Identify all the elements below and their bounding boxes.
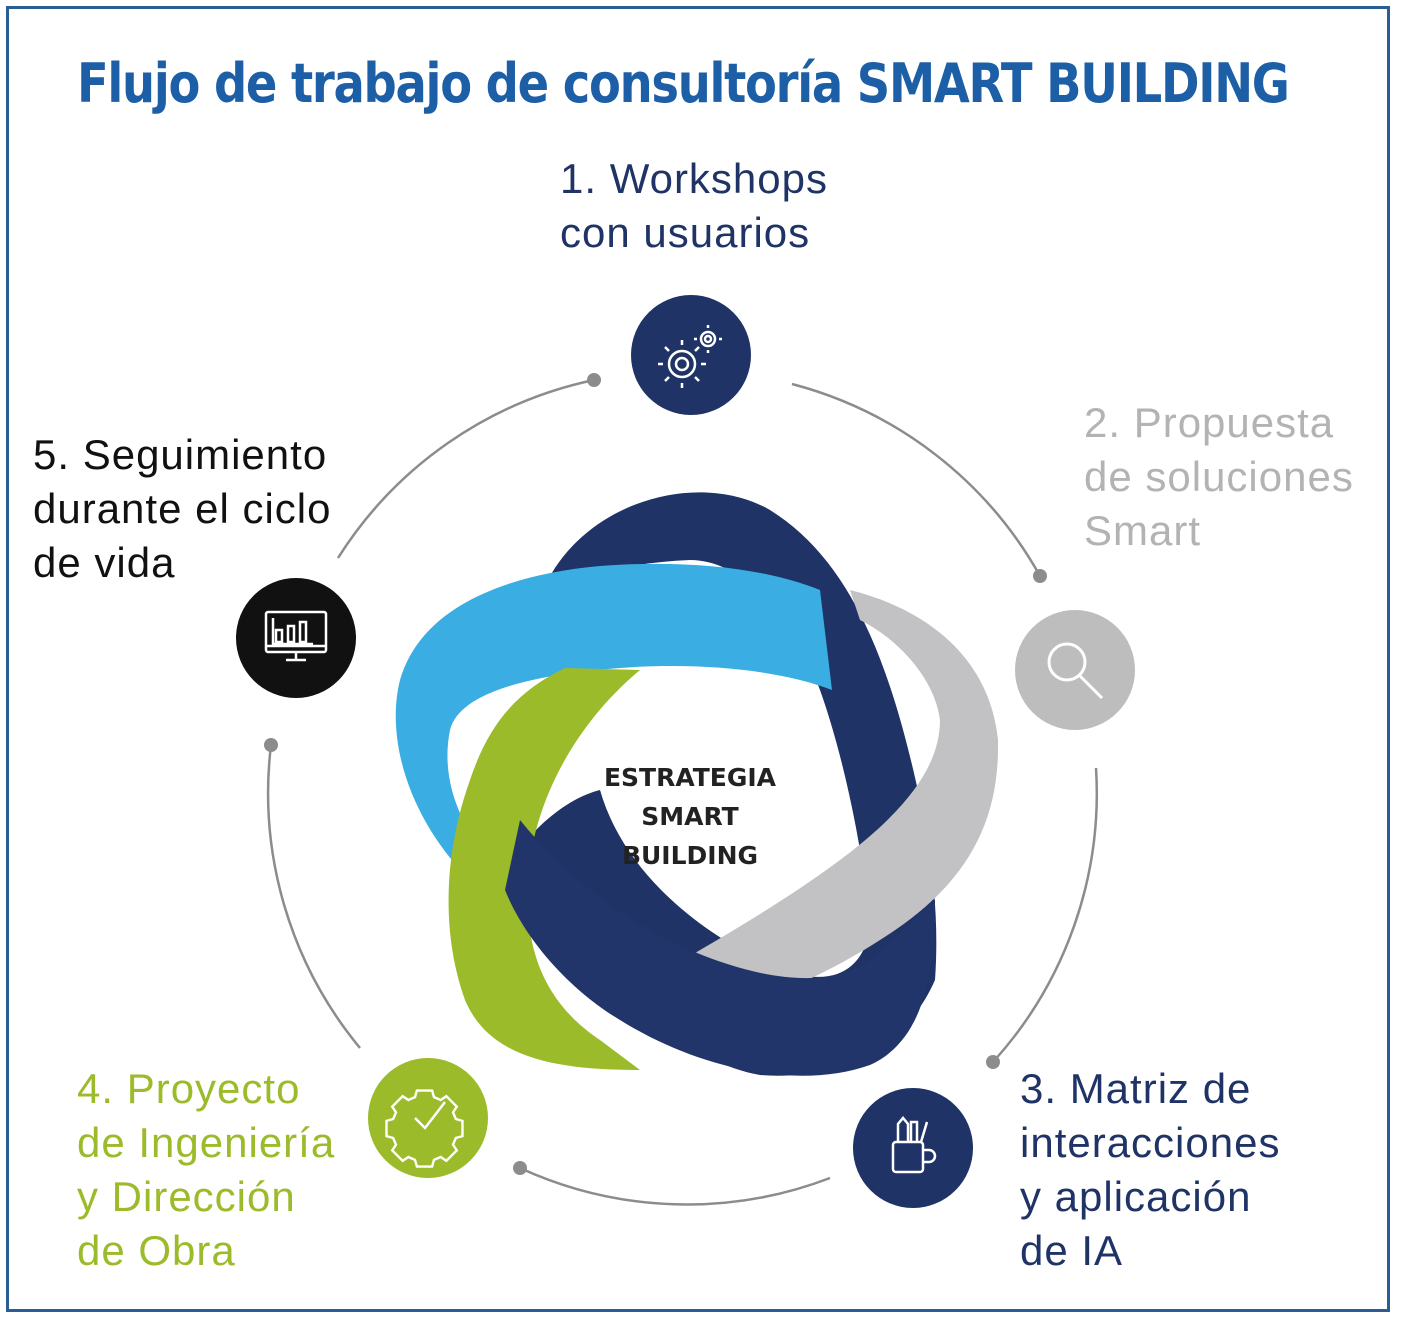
step-4-label: 4. Proyecto de Ingeniería y Dirección de… (77, 1062, 335, 1278)
cycle-arcs (266, 378, 1098, 1206)
step-5-label: 5. Seguimiento durante el ciclo de vida (33, 428, 332, 590)
step-5-circle (236, 578, 356, 698)
gears-icon (658, 325, 722, 388)
dot (587, 373, 601, 387)
step-1-line: 1. Workshops (560, 155, 828, 202)
pencil-cup-icon (891, 1116, 937, 1174)
arc-5-1 (336, 378, 595, 559)
step-4-circle (368, 1058, 488, 1178)
gear-check-icon (385, 1089, 464, 1168)
step-4-line: de Ingeniería (77, 1119, 336, 1166)
monitor-chart-icon (264, 610, 328, 662)
step-3-line: interacciones (1020, 1119, 1281, 1166)
step-5-line: durante el ciclo (33, 485, 332, 532)
step-2-line: Smart (1084, 507, 1202, 554)
step-3-line: 3. Matriz de (1020, 1065, 1252, 1112)
magnifier-icon (1047, 642, 1104, 700)
dot (986, 1055, 1000, 1069)
step-1-node[interactable] (631, 295, 751, 415)
arc-2-3 (992, 767, 1098, 1063)
step-4-line: de Obra (77, 1227, 236, 1274)
strategy-ribbons (395, 492, 999, 1076)
center-line: ESTRATEGIA (603, 763, 777, 792)
page-title: Flujo de trabajo de consultoría SMART BU… (77, 52, 1290, 115)
ribbon-grey (640, 590, 999, 1020)
arc-3-4 (519, 1166, 831, 1206)
step-1-line: con usuarios (560, 209, 811, 256)
dot (264, 738, 278, 752)
ribbon-green (448, 668, 640, 1070)
center-label: ESTRATEGIA SMART BUILDING (560, 758, 820, 875)
arc-dots (264, 373, 1047, 1175)
step-4-node[interactable] (368, 1058, 488, 1178)
step-3-line: y aplicación (1020, 1173, 1252, 1220)
step-4-line: 4. Proyecto (77, 1065, 301, 1112)
step-2-node[interactable] (1015, 610, 1135, 730)
ribbon-cyan (395, 563, 832, 880)
outer-frame (6, 6, 1390, 1312)
dot (1033, 569, 1047, 583)
step-2-label: 2. Propuesta de soluciones Smart (1084, 396, 1354, 558)
step-5-line: de vida (33, 539, 176, 586)
step-3-label: 3. Matriz de interacciones y aplicación … (1020, 1062, 1280, 1278)
center-line: BUILDING (621, 841, 759, 870)
arc-4-5 (266, 744, 361, 1049)
step-5-line: 5. Seguimiento (33, 431, 328, 478)
step-4-line: y Dirección (77, 1173, 296, 1220)
dot (513, 1161, 527, 1175)
step-2-line: de soluciones (1084, 453, 1354, 500)
step-3-node[interactable] (853, 1088, 973, 1208)
step-3-line: de IA (1020, 1227, 1124, 1274)
step-2-circle (1015, 610, 1135, 730)
step-1-label: 1. Workshops con usuarios (560, 152, 828, 260)
step-2-line: 2. Propuesta (1084, 399, 1335, 446)
step-5-node[interactable] (236, 578, 356, 698)
ribbon-navy-bottom (505, 820, 935, 1076)
center-line: SMART (641, 802, 739, 831)
arc-1-2 (791, 382, 1042, 577)
step-3-circle (853, 1088, 973, 1208)
